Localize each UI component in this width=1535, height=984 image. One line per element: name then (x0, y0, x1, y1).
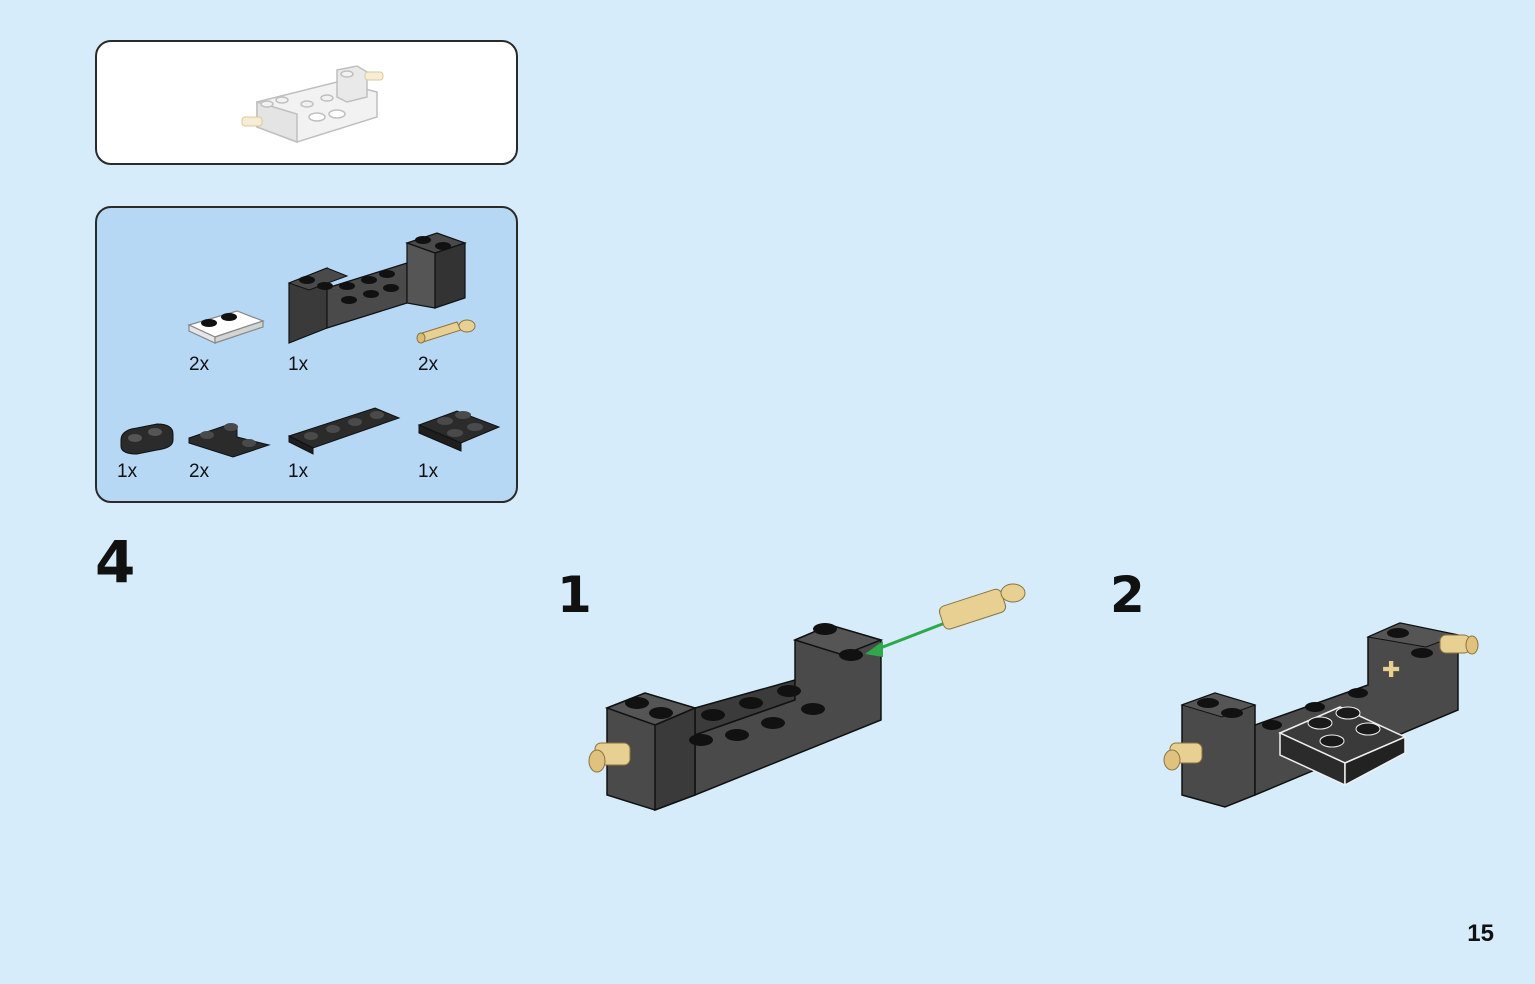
qty-label: 1x (418, 461, 439, 482)
qty-label: 2x (418, 354, 439, 375)
qty-label: 2x (189, 461, 210, 482)
part-black-corner-plate-icon (188, 423, 271, 458)
preview-model-image (241, 65, 384, 144)
qty-label: 1x (288, 461, 309, 482)
substep-number: 1 (557, 566, 592, 624)
part-black-brick-icon (287, 232, 467, 344)
substep-1-illustration (588, 583, 1026, 812)
substep-2-illustration: ✚ (1163, 622, 1479, 808)
preview-panel (95, 40, 518, 165)
step-number: 4 (95, 528, 136, 596)
part-black-round-plate-icon (120, 423, 174, 455)
part-black-plate-2x2-icon (417, 410, 501, 452)
qty-label: 1x (117, 461, 138, 482)
svg-text:✚: ✚ (1382, 658, 1400, 683)
part-white-tile-icon (187, 310, 265, 344)
part-black-plate-1x4-icon (287, 407, 401, 455)
qty-label: 1x (288, 354, 309, 375)
part-tan-pin-icon (416, 319, 476, 344)
substep-number: 2 (1110, 566, 1145, 624)
qty-label: 2x (189, 354, 210, 375)
parts-list-panel: 2x 1x 2x 1x 2x (95, 206, 518, 503)
page-number: 15 (1467, 920, 1494, 947)
